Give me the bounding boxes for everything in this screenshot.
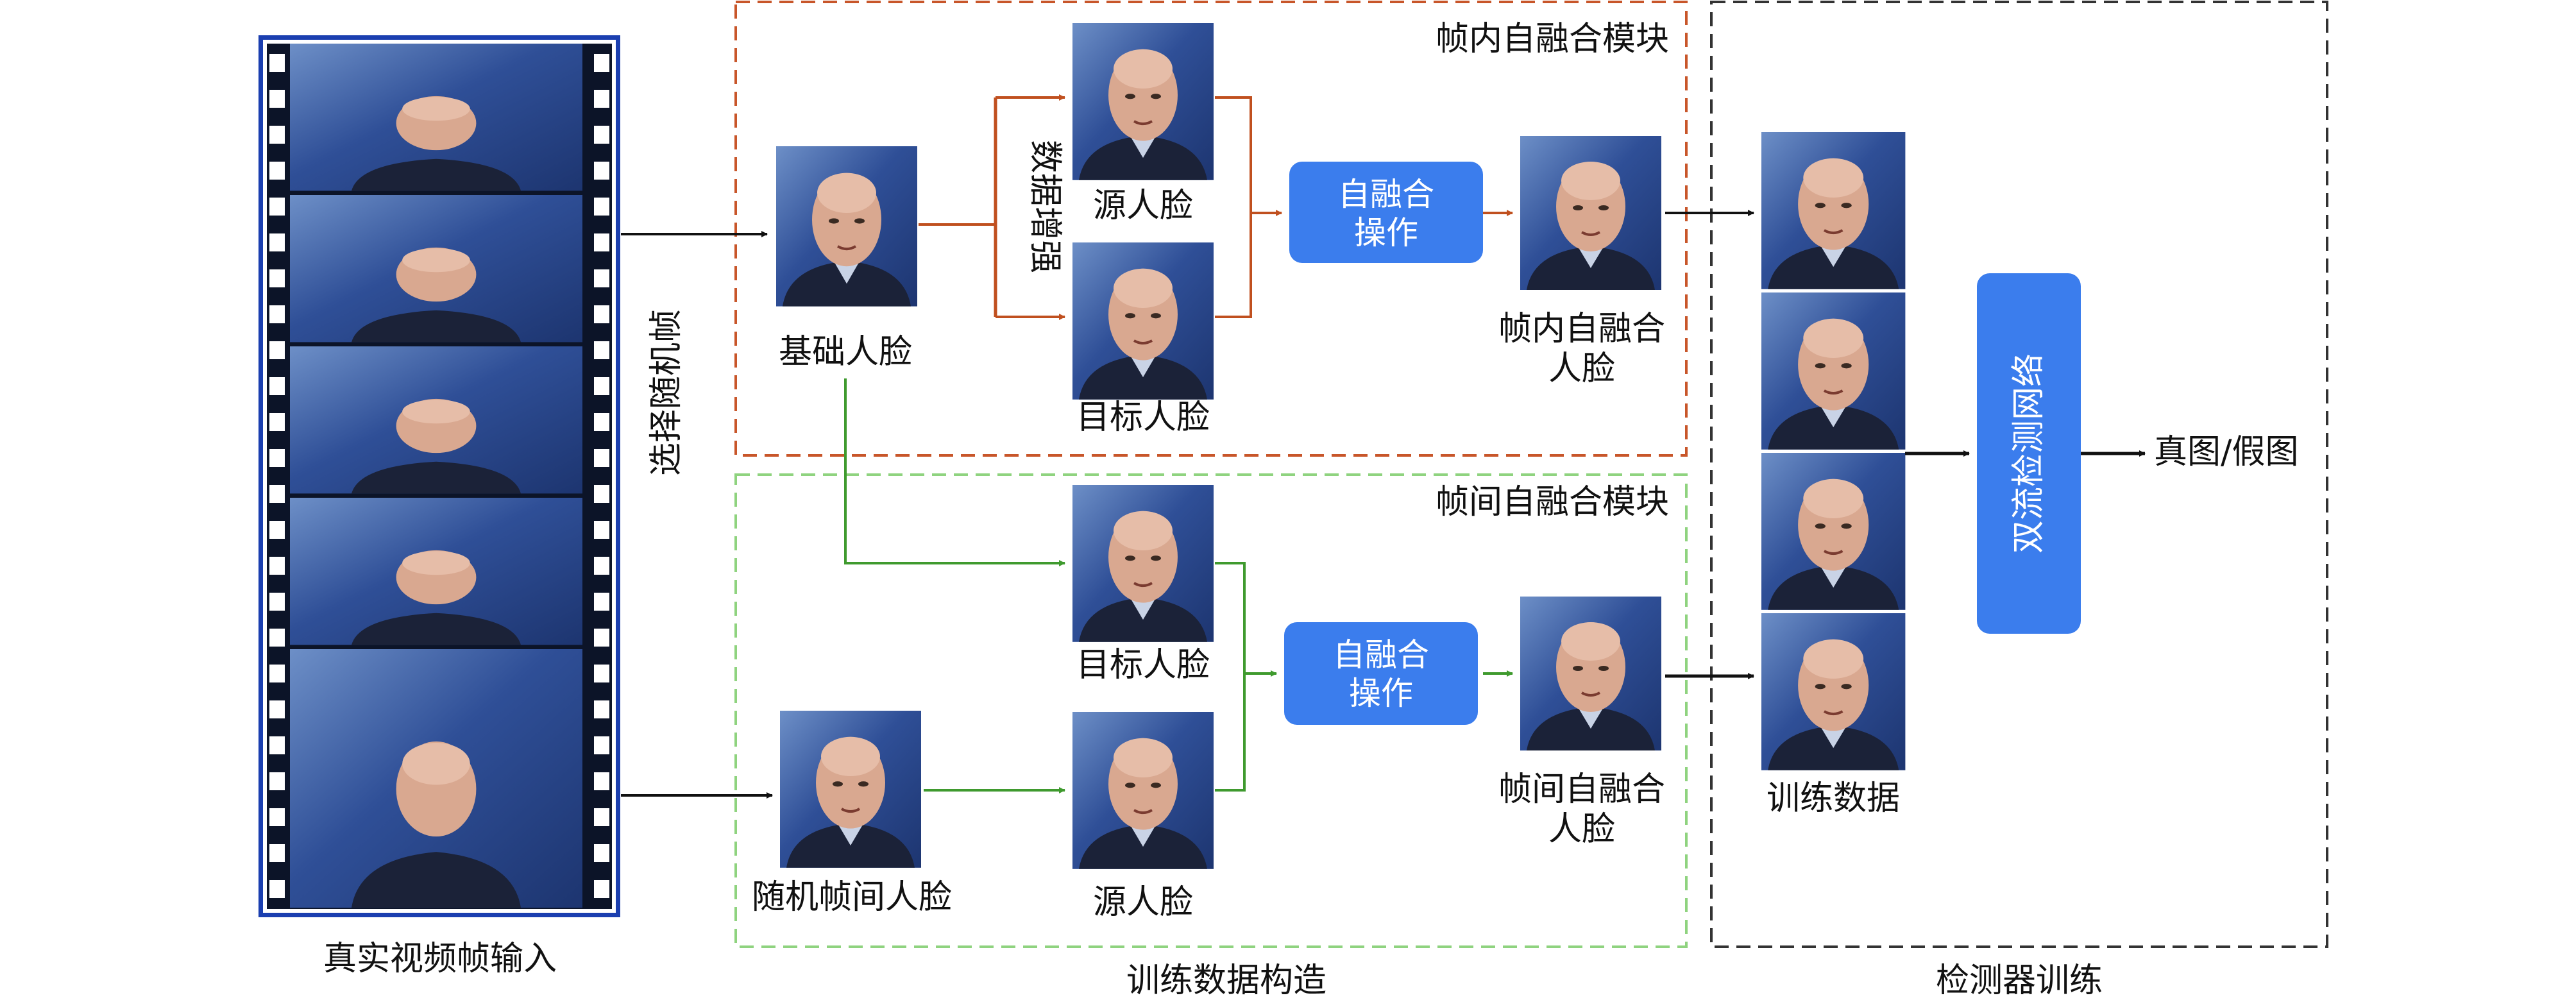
- inter-module-title: 帧间自融合模块: [1436, 483, 1669, 521]
- connector-intra-source-target: [1215, 96, 1252, 318]
- film-sprockets-left: [269, 54, 285, 898]
- intra-blend-op-box: [1289, 162, 1483, 263]
- inter-target-face-label: 目标人脸: [1076, 646, 1210, 684]
- select-random-frame-label: 选择随机帧: [647, 309, 686, 476]
- dual-stream-network-box: [1977, 273, 2081, 634]
- inter-blend-op-box: [1284, 622, 1478, 725]
- connector-inter-source-target: [1215, 562, 1246, 792]
- film-frame-2: [290, 195, 582, 343]
- intra-result-label-line2: 人脸: [1548, 350, 1615, 388]
- film-frame-1: [290, 44, 582, 191]
- inter-source-face-label: 源人脸: [1093, 883, 1193, 922]
- intra-source-face-label: 源人脸: [1093, 187, 1193, 225]
- inter-result-label-line2: 人脸: [1548, 810, 1615, 849]
- data-augmentation-label: 数据增强: [1026, 140, 1064, 273]
- dual-stream-network-label: 双流检测网络: [2010, 353, 2048, 554]
- intra-frame-module-box: [734, 1, 1688, 457]
- detector-training-label: 检测器训练: [1936, 962, 2103, 1000]
- base-face-image: [776, 146, 917, 307]
- training-image-3: [1761, 453, 1905, 610]
- intra-result-label-line1: 帧内自融合: [1498, 310, 1665, 348]
- film-frame-4: [290, 498, 582, 645]
- inter-source-face-image: [1072, 712, 1214, 869]
- film-frame-5: [290, 649, 582, 908]
- training-data-stack: [1761, 132, 1905, 770]
- intra-blend-op-line1: 自融合: [1338, 176, 1434, 213]
- intra-target-face-image: [1072, 242, 1214, 400]
- inter-result-label-line1: 帧间自融合: [1498, 770, 1665, 809]
- input-label: 真实视频帧输入: [323, 940, 557, 978]
- intra-blend-op-line2: 操作: [1354, 214, 1418, 251]
- intra-source-face-image: [1072, 23, 1214, 180]
- inter-target-face-image: [1072, 485, 1214, 642]
- training-image-2: [1761, 292, 1905, 450]
- arrows: [621, 94, 2146, 799]
- training-image-4: [1761, 613, 1905, 770]
- inter-blended-face-image: [1519, 595, 1663, 752]
- random-inter-face-image: [780, 711, 921, 868]
- output-label: 真图/假图: [2154, 433, 2299, 471]
- inter-frame-module-box: [734, 473, 1688, 948]
- film-strip: [258, 35, 620, 917]
- detector-training-box: [1710, 1, 2328, 948]
- training-data-label: 训练数据: [1767, 779, 1900, 818]
- intra-module-title: 帧内自融合模块: [1436, 20, 1669, 58]
- base-face-label: 基础人脸: [779, 333, 912, 371]
- arrow-base-to-inter-target: [844, 378, 1065, 566]
- inter-blend-op-line2: 操作: [1349, 675, 1413, 712]
- film-frame-3: [290, 346, 582, 494]
- film-sprockets-right: [594, 54, 609, 898]
- intra-blended-face-image: [1519, 135, 1663, 291]
- random-inter-face-label: 随机帧间人脸: [752, 878, 952, 917]
- inter-blend-op-line1: 自融合: [1333, 636, 1429, 674]
- training-data-construction-label: 训练数据构造: [1126, 962, 1326, 1000]
- intra-target-face-label: 目标人脸: [1076, 398, 1210, 437]
- training-image-1: [1761, 132, 1905, 289]
